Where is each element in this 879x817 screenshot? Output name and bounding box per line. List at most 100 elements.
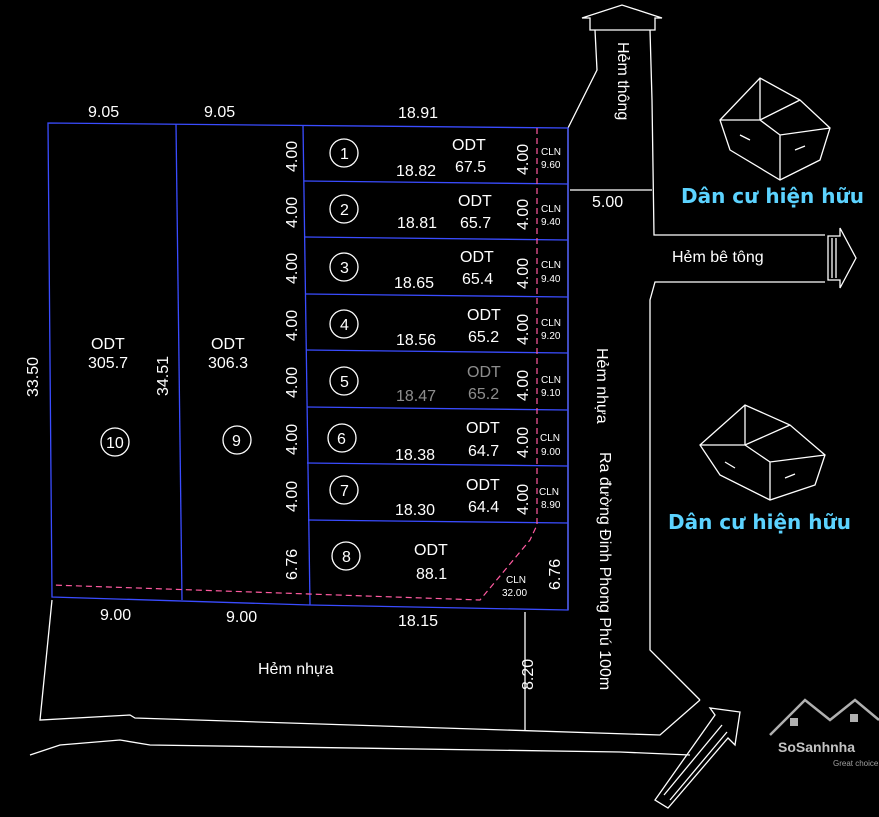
lot-divider-9-small	[302, 124, 311, 606]
lot-8-area: 88.1	[416, 566, 447, 583]
watermark-brand: SoSanhnha	[778, 739, 855, 755]
lot-2-area: 65.7	[460, 215, 491, 232]
lot-6-width: 4.00	[284, 424, 301, 455]
lot-5-cln-width: 4.00	[515, 370, 532, 401]
southeast-arrow	[654, 707, 741, 809]
outer-boundary	[47, 122, 569, 611]
lot-4-cln: CLN	[541, 318, 561, 329]
lot-6[interactable]: 4.00 6 ODT 18.38 64.7 4.00 CLN 9.00	[284, 420, 561, 464]
lot-9-number-circle	[222, 425, 252, 455]
lot-4-type: ODT	[467, 307, 501, 324]
lot-6-type: ODT	[466, 420, 500, 437]
lot-7-depth: 18.30	[395, 502, 435, 519]
lot-7-cln-area: 8.90	[541, 500, 561, 511]
lot-1-number-circle	[329, 138, 359, 168]
dim-right-gap: 5.00	[592, 194, 623, 211]
lot-4-cln-area: 9.20	[541, 331, 561, 342]
bottom-road-upper-edge	[39, 599, 701, 736]
cln-dashed-line	[51, 128, 538, 601]
lot-3-cln-width: 4.00	[515, 258, 532, 289]
lot-5-cln-area: 9.10	[541, 388, 561, 399]
house-icon	[699, 404, 826, 501]
road-outlines	[29, 4, 857, 809]
lot-4-width: 4.00	[284, 310, 301, 341]
lot-7-number: 7	[340, 483, 349, 500]
dim-top-2: 9.05	[204, 104, 235, 121]
lot-2-cln-width: 4.00	[515, 199, 532, 230]
lot-8[interactable]: 6.76 8 ODT 88.1 CLN 32.00	[284, 541, 527, 599]
lot-5[interactable]: 4.00 5 ODT 18.47 65.2 4.00 CLN 9.10	[284, 364, 561, 405]
lot-4-number-circle	[329, 309, 359, 339]
lot-5-number-circle	[329, 366, 359, 396]
east-arrow	[827, 227, 857, 289]
hem-thong-label: Hẻm thông	[614, 42, 631, 120]
lot-divider-2-3	[304, 236, 569, 241]
lot-3-depth: 18.65	[394, 275, 434, 292]
lot-3-cln-area: 9.40	[541, 274, 561, 285]
lot-2-number-circle	[329, 194, 359, 224]
hem-thong-left-edge	[567, 29, 598, 129]
lot-8-cln-area: 32.00	[502, 588, 527, 599]
lot-4-area: 65.2	[468, 329, 499, 346]
ra-duong-label: Ra đường Đinh Phong Phú 100m	[596, 452, 613, 690]
lot-1-width: 4.00	[284, 141, 301, 172]
house-icon	[719, 77, 831, 181]
lot-8-number-circle	[331, 541, 361, 571]
lot-10-number-circle	[100, 427, 130, 457]
dim-mid: 34.51	[155, 356, 172, 396]
neighbor-house-bottom: Dân cư hiện hữu	[668, 404, 851, 534]
lot-1-depth: 18.82	[396, 163, 436, 180]
lot-3-number: 3	[340, 260, 349, 277]
lot-2-width: 4.00	[284, 197, 301, 228]
lot-1-type: ODT	[452, 137, 486, 154]
lot-1-cln: CLN	[541, 147, 561, 158]
hem-nhua-right-label: Hẻm nhựa	[593, 348, 610, 424]
watermark: SoSanhnha Great choice	[769, 698, 879, 768]
lot-1-number: 1	[340, 146, 349, 163]
bottom-road-lower-edge	[29, 739, 691, 756]
lot-8-width: 6.76	[284, 549, 301, 580]
lot-6-cln-width: 4.00	[515, 427, 532, 458]
dim-top-1: 9.05	[88, 104, 119, 121]
lot-1[interactable]: 4.00 1 ODT 18.82 67.5 4.00 CLN 9.60	[284, 137, 561, 180]
street-labels: Hẻm thông Hẻm bê tông Hẻm nhựa Ra đường …	[258, 42, 764, 690]
lot-7-cln-width: 4.00	[515, 484, 532, 515]
lot-2[interactable]: 4.00 2 ODT 18.81 65.7 4.00 CLN 9.40	[284, 193, 561, 232]
lot-7[interactable]: 4.00 7 ODT 18.30 64.4 4.00 CLN 8.90	[284, 475, 561, 519]
lot-9[interactable]: ODT 306.3 9	[208, 336, 252, 455]
watermark-slogan: Great choice	[833, 759, 879, 768]
lot-1-cln-width: 4.00	[515, 144, 532, 175]
lot-4-depth: 18.56	[396, 332, 436, 349]
lot-3[interactable]: 4.00 3 ODT 18.65 65.4 4.00 CLN 9.40	[284, 249, 561, 292]
dim-left: 33.50	[25, 357, 42, 397]
lot-8-type: ODT	[414, 542, 448, 559]
cln-boundary	[51, 128, 538, 601]
lot-4[interactable]: 4.00 4 ODT 18.56 65.2 4.00 CLN 9.20	[284, 307, 561, 349]
lot-6-depth: 18.38	[395, 447, 435, 464]
lot-6-area: 64.7	[468, 443, 499, 460]
lot-4-number: 4	[340, 317, 349, 334]
watermark-window	[790, 718, 798, 726]
dimension-labels: 9.05 9.05 18.91 9.00 9.00 18.15 33.50 34…	[25, 104, 623, 690]
lot-6-number: 6	[337, 431, 346, 448]
lot-7-area: 64.4	[468, 499, 499, 516]
lot-10[interactable]: ODT 305.7 10	[88, 336, 130, 457]
lot-7-type: ODT	[466, 477, 500, 494]
lot-divider-3-4	[305, 293, 569, 298]
lot-4-cln-width: 4.00	[515, 314, 532, 345]
lot-divider-7-8	[307, 519, 569, 524]
lot-9-number: 9	[232, 433, 241, 450]
watermark-window	[850, 714, 858, 722]
lot-divider-1-2	[303, 180, 569, 185]
lot-5-type: ODT	[467, 364, 501, 381]
neighbor-bottom-label: Dân cư hiện hữu	[668, 510, 851, 534]
dim-bottom-3: 18.15	[398, 613, 438, 630]
lot-5-number: 5	[340, 374, 349, 391]
lot-10-number: 10	[106, 435, 124, 452]
lot-8-cln: CLN	[506, 575, 526, 586]
dim-vertical-bottom: 8.20	[520, 659, 537, 690]
lot-3-width: 4.00	[284, 253, 301, 284]
lot-2-depth: 18.81	[397, 215, 437, 232]
lot-2-number: 2	[340, 202, 349, 219]
neighbor-house-top: Dân cư hiện hữu	[681, 77, 864, 208]
